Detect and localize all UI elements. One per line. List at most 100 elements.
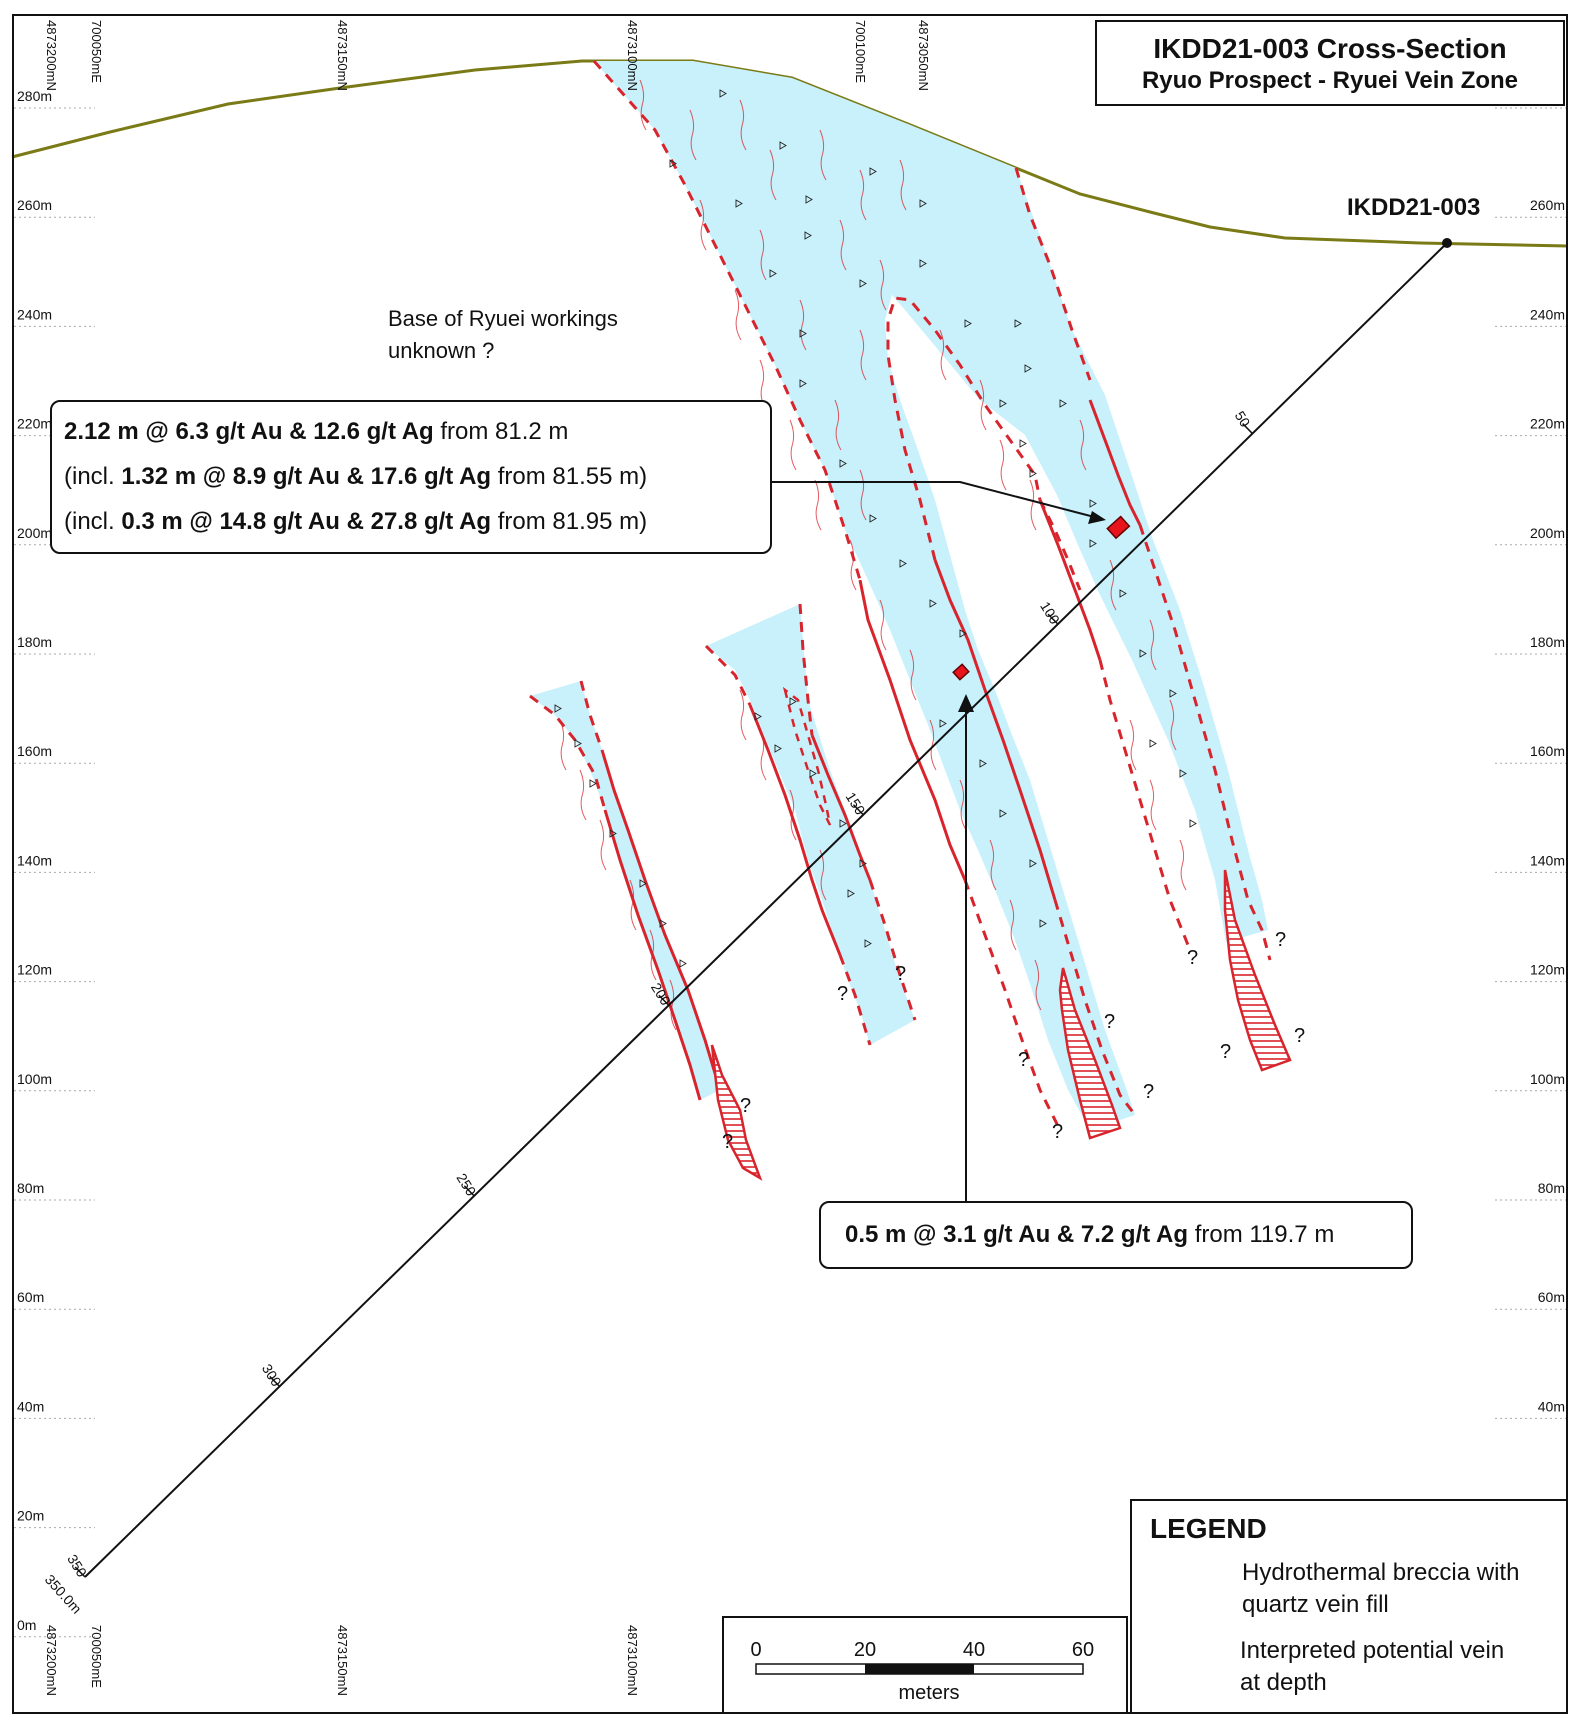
assay-callout-upper: 2.12 m @ 6.3 g/t Au & 12.6 g/t Ag from 8… xyxy=(50,400,772,554)
breccia-vein-stroke xyxy=(1009,899,1017,951)
callout-upper-line2: (incl. 1.32 m @ 8.9 g/t Au & 17.6 g/t Ag… xyxy=(64,454,770,499)
scale-bar-box: 0 20 40 60 meters xyxy=(722,1616,1128,1714)
elevation-label-left: 40m xyxy=(17,1398,44,1414)
depth-tick-mark xyxy=(463,1185,475,1197)
title-line2: Ryuo Prospect - Ryuei Vein Zone xyxy=(1141,67,1519,94)
breccia-vein-stroke xyxy=(879,259,887,311)
callout-upper-line1-bold: 2.12 m @ 6.3 g/t Au & 12.6 g/t Ag xyxy=(64,418,434,445)
breccia-clast-triangle xyxy=(999,809,1007,818)
question-mark: ? xyxy=(1052,1121,1063,1143)
breccia-vein-stroke xyxy=(1129,719,1137,771)
breccia-vein-stroke xyxy=(769,149,777,201)
grid-label-bottom: 4873200mN xyxy=(44,1625,59,1696)
breccia-clast-triangle xyxy=(979,759,987,768)
breccia-clast-triangle xyxy=(789,697,797,706)
drillhole-trace xyxy=(84,242,1448,1578)
vein-contact-middle-right xyxy=(810,734,872,881)
elevation-label-left: 60m xyxy=(17,1289,44,1305)
breccia-outline-east-left-lower xyxy=(1098,659,1192,951)
title-box: IKDD21-003 Cross-Section Ryuo Prospect -… xyxy=(1095,20,1565,106)
elevation-labels-left: 280m260m240m220m200m180m160m140m120m100m… xyxy=(17,88,52,1633)
elevation-label-right: 40m xyxy=(1538,1398,1565,1414)
elevation-label-left: 200m xyxy=(17,525,52,541)
breccia-clast-triangle xyxy=(779,141,787,150)
vein-contact-fork-inner xyxy=(933,559,1057,901)
breccia-outline-east-right-lower xyxy=(1138,524,1272,961)
breccia-clast-triangle xyxy=(864,939,872,948)
vein-contact-left xyxy=(600,749,722,1101)
breccia-clast-triangle xyxy=(929,599,937,608)
breccia-vein-stroke xyxy=(979,379,987,431)
scale-tick-40: 40 xyxy=(963,1639,985,1661)
depth-tick-mark xyxy=(1242,423,1253,435)
breccia-clast-triangle xyxy=(869,167,877,176)
callout-upper-line1: 2.12 m @ 6.3 g/t Au & 12.6 g/t Ag from 8… xyxy=(64,409,770,454)
breccia-vein-stroke xyxy=(1149,779,1157,831)
elevation-label-right: 160m xyxy=(1530,743,1565,759)
breccia-clast-triangle xyxy=(809,769,817,778)
callout-upper-arrowhead xyxy=(1088,511,1106,524)
breccia-clast-triangle xyxy=(719,89,727,98)
breccia-clast-triangle xyxy=(919,259,927,268)
breccia-outline-middle-top-right xyxy=(798,603,814,736)
question-mark: ? xyxy=(722,1131,733,1153)
callout-lower-rest: from 119.7 m xyxy=(1188,1221,1335,1248)
breccia-clast-triangle xyxy=(769,269,777,278)
scale-unit: meters xyxy=(898,1682,959,1704)
breccia-clast-triangle xyxy=(847,889,855,898)
elevation-labels-right: 280m260m240m220m200m180m160m140m120m100m… xyxy=(1530,88,1565,1633)
breccia-vein-stroke xyxy=(669,979,677,1031)
elevation-label-left: 80m xyxy=(17,1180,44,1196)
breccia-vein-stroke xyxy=(599,819,607,871)
breccia-outline-east-right xyxy=(1014,167,1092,381)
grid-label-top: 700100mE xyxy=(853,20,868,83)
breccia-clast-triangle xyxy=(1149,739,1157,748)
legend-item-vein: Interpreted potential vein at depth xyxy=(1240,1635,1504,1699)
question-mark: ? xyxy=(1018,1049,1029,1071)
breccia-vein-stroke xyxy=(639,79,647,131)
scale-tick-60: 60 xyxy=(1072,1639,1094,1661)
breccia-clast-triangle xyxy=(799,329,807,338)
breccia-vein-stroke xyxy=(559,719,567,771)
grid-label-top: 4873050mN xyxy=(916,20,931,91)
breccia-vein-stroke xyxy=(734,289,742,341)
question-mark: ? xyxy=(1187,947,1198,969)
breccia-clast-triangle xyxy=(1014,319,1022,328)
breccia-vein-stroke xyxy=(819,849,827,901)
question-mark: ? xyxy=(1220,1041,1231,1063)
elevation-label-left: 120m xyxy=(17,962,52,978)
elevation-label-right: 60m xyxy=(1538,1289,1565,1305)
elevation-label-left: 180m xyxy=(17,634,52,650)
breccia-clast-triangle xyxy=(1059,399,1067,408)
breccia-clast-triangle xyxy=(669,159,677,168)
grid-label-top: 700050mE xyxy=(89,20,104,83)
breccia-inner-lens-middle xyxy=(782,686,832,826)
breccia-vein-stroke xyxy=(859,169,867,221)
callout-lower-bold: 0.5 m @ 3.1 g/t Au & 7.2 g/t Ag xyxy=(845,1221,1189,1248)
elevation-label-left: 240m xyxy=(17,306,52,322)
breccia-outline-middle-top xyxy=(704,644,752,706)
breccia-clast-triangle xyxy=(679,959,687,968)
legend-item-breccia: Hydrothermal breccia with quartz vein fi… xyxy=(1242,1557,1519,1621)
assay-callout-lower: 0.5 m @ 3.1 g/t Au & 7.2 g/t Ag from 119… xyxy=(819,1201,1413,1269)
breccia-clast-triangle xyxy=(1089,539,1097,548)
breccia-vein-stroke xyxy=(649,929,657,981)
elevation-label-right: 240m xyxy=(1530,306,1565,322)
breccia-clast-triangle xyxy=(1029,469,1037,478)
breccia-vein-stroke xyxy=(689,109,697,161)
elevation-label-right: 140m xyxy=(1530,852,1565,868)
vein-contact-main-left xyxy=(858,579,967,881)
breccia-clast-triangle xyxy=(805,195,813,204)
breccia-vein-stroke xyxy=(1149,619,1157,671)
breccia-clast-triangle xyxy=(919,199,927,208)
scale-tick-0: 0 xyxy=(750,1639,761,1661)
grid-label-top: 4873100mN xyxy=(625,20,640,91)
callout-upper-line1-rest: from 81.2 m xyxy=(433,418,569,445)
elevation-label-left: 220m xyxy=(17,416,52,432)
breccia-clast-triangle xyxy=(554,704,562,713)
breccia-vein-stroke xyxy=(849,539,857,591)
breccia-clast-triangle xyxy=(899,559,907,568)
breccia-clast-triangle xyxy=(1119,589,1127,598)
